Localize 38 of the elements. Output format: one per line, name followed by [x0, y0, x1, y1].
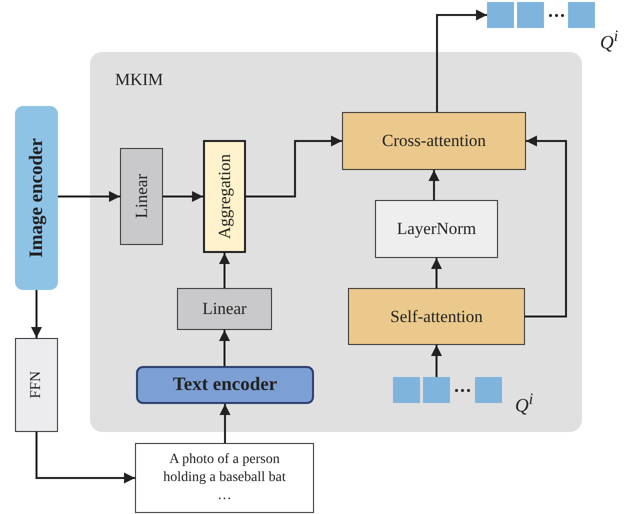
layer-box — [120, 148, 163, 245]
node-label: Text encoder — [172, 374, 278, 396]
encoder-box — [136, 366, 314, 404]
node-label: Image encoder — [26, 138, 48, 258]
node-label: Aggregation — [214, 154, 234, 239]
node-label: FFN — [28, 371, 45, 399]
node-label: Linear — [132, 174, 152, 219]
node-label: LayerNorm — [396, 219, 476, 239]
arrow — [525, 136, 567, 318]
norm-box — [375, 200, 498, 258]
attention-box — [342, 112, 526, 170]
caption-text: A photo of a person holding a baseball bat — [162, 450, 287, 487]
query-label: Q$^{i}$ — [515, 391, 534, 418]
arrow — [219, 253, 230, 288]
arrow — [58, 191, 120, 202]
module-title: MKIM — [115, 70, 164, 90]
arrow — [31, 290, 42, 338]
text-input-box — [135, 443, 314, 513]
query-label: Q$^{i}$ — [600, 28, 618, 54]
node-label: Cross-attention — [382, 131, 486, 151]
arrow — [431, 345, 442, 377]
node-label: Linear — [202, 299, 247, 319]
layer-box — [177, 288, 272, 330]
arrow — [431, 258, 442, 288]
ffn-box — [15, 338, 58, 432]
aggregation-box — [203, 140, 246, 253]
arrow — [428, 170, 440, 200]
ellipsis-text: … — [218, 487, 232, 506]
arrow — [36, 432, 135, 484]
node-label: Self-attention — [390, 306, 483, 326]
module-panel — [90, 52, 582, 432]
encoder-box — [15, 106, 58, 290]
arrow — [436, 10, 487, 112]
arrow — [220, 404, 230, 443]
attention-box — [348, 288, 525, 345]
arrow — [163, 191, 203, 202]
arrow — [219, 330, 230, 366]
arrow — [246, 136, 342, 198]
